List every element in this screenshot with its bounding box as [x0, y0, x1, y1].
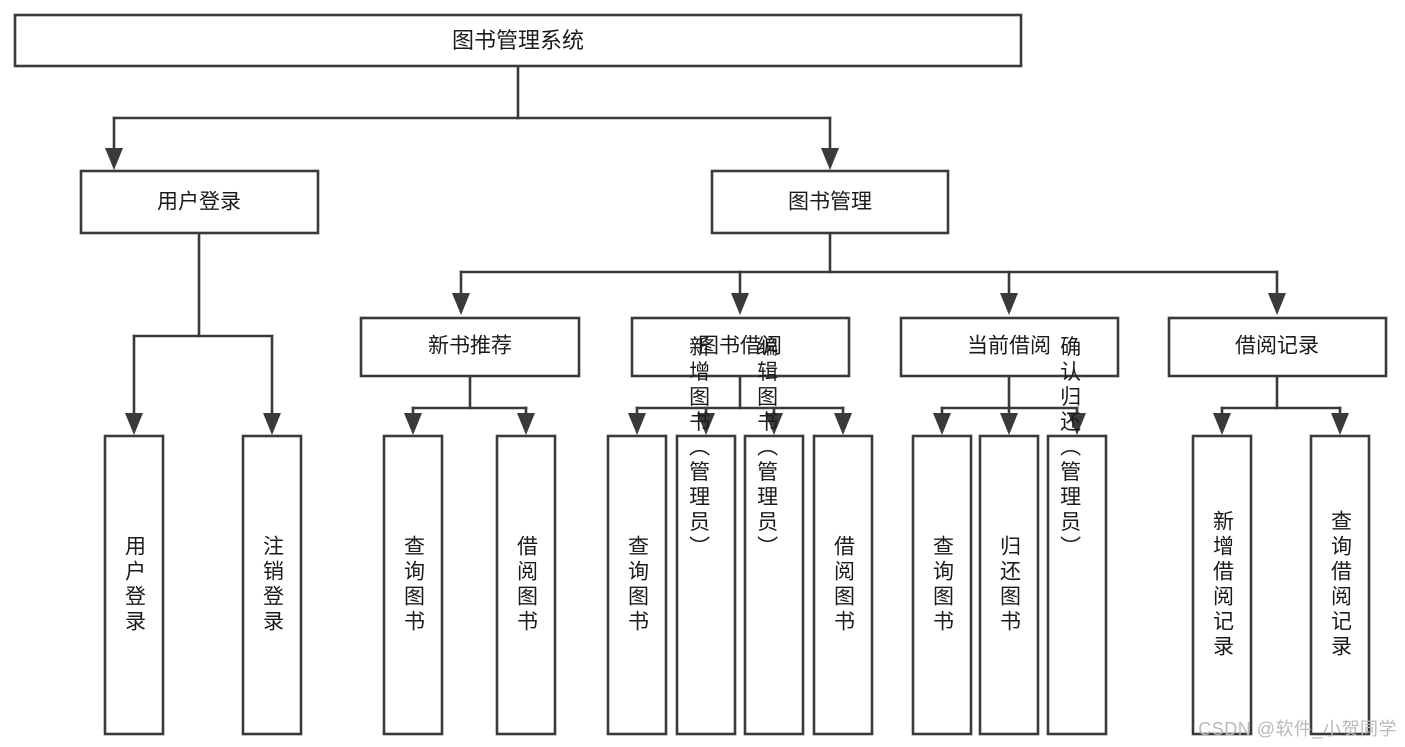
- leaf-book-borrow-3-box[interactable]: [812, 434, 874, 736]
- leaf-user-login-1-label: 注销登录: [261, 535, 285, 635]
- node-borrow-record-label: 借阅记录: [1235, 335, 1319, 358]
- leaf-book-borrow-3[interactable]: 借阅图书: [812, 434, 874, 736]
- leaf-current-borrow-2[interactable]: 确认归还（管理员）: [1046, 336, 1108, 736]
- arrow-head-l2-2-leaf-2: [1068, 413, 1086, 435]
- leaf-user-login-0[interactable]: 用户登录: [103, 434, 165, 736]
- arrow-head-l2-1: [731, 293, 749, 315]
- leaf-borrow-record-0-box[interactable]: [1191, 434, 1253, 736]
- leaf-current-borrow-2-box[interactable]: [1046, 434, 1108, 736]
- leaf-new-book-recommend-0-label: 查询图书: [402, 535, 426, 635]
- arrow-head-l2-3: [1268, 293, 1286, 315]
- leaf-current-borrow-0-label: 查询图书: [931, 535, 955, 635]
- arrow-head-l2-3-leaf-0: [1213, 413, 1231, 435]
- leaf-new-book-recommend-1-box[interactable]: [495, 434, 557, 736]
- node-root[interactable]: 图书管理系统: [13, 13, 1023, 68]
- leaf-user-login-0-label: 用户登录: [123, 535, 147, 635]
- node-book-borrow-label: 图书借阅: [698, 335, 782, 358]
- leaf-borrow-record-1-box[interactable]: [1309, 434, 1371, 736]
- leaf-new-book-recommend-0-box[interactable]: [382, 434, 444, 736]
- node-book-manage-box[interactable]: [710, 169, 950, 235]
- leaf-book-borrow-3-label: 借阅图书: [832, 535, 856, 635]
- node-user-login[interactable]: 用户登录: [79, 169, 320, 235]
- leaf-book-borrow-1-label: 新增图书（管理员）: [687, 336, 711, 561]
- leaf-current-borrow-1[interactable]: 归还图书: [978, 434, 1040, 736]
- node-user-login-box[interactable]: [79, 169, 320, 235]
- leaf-book-borrow-2-label: 编辑图书（管理员）: [755, 336, 779, 561]
- arrow-head-user-login-leaf-0: [125, 413, 143, 435]
- node-borrow-record-box[interactable]: [1167, 316, 1388, 378]
- connector-layer: [105, 64, 1349, 435]
- node-new-book-recommend-box[interactable]: [359, 316, 581, 378]
- leaf-current-borrow-0-box[interactable]: [911, 434, 973, 736]
- node-book-borrow[interactable]: 图书借阅: [630, 316, 851, 378]
- arrow-head-l2-2-leaf-1: [1000, 413, 1018, 435]
- leaf-book-borrow-0-box[interactable]: [606, 434, 668, 736]
- node-current-borrow-label: 当前借阅: [967, 335, 1051, 358]
- leaf-book-borrow-0-label: 查询图书: [626, 535, 650, 635]
- leaf-new-book-recommend-1[interactable]: 借阅图书: [495, 434, 557, 736]
- node-book-manage-label: 图书管理: [788, 191, 872, 214]
- arrow-head-l2-2-leaf-0: [933, 413, 951, 435]
- arrow-head-l2-0: [452, 293, 470, 315]
- leaf-user-login-0-box[interactable]: [103, 434, 165, 736]
- arrow-head-user-login-leaf-1: [263, 413, 281, 435]
- leaf-current-borrow-2-label: 确认归还（管理员）: [1058, 336, 1082, 561]
- leaf-borrow-record-0-label: 新增借阅记录: [1211, 510, 1235, 660]
- arrow-head-l2-1-leaf-2: [765, 413, 783, 435]
- arrow-head-user-login: [105, 148, 123, 170]
- node-new-book-recommend-label: 新书推荐: [428, 335, 512, 358]
- leaf-current-borrow-0[interactable]: 查询图书: [911, 434, 973, 736]
- leaf-borrow-record-1[interactable]: 查询借阅记录: [1309, 434, 1371, 736]
- arrow-head-l2-3-leaf-1: [1331, 413, 1349, 435]
- leaf-user-login-1[interactable]: 注销登录: [241, 434, 303, 736]
- node-root-label: 图书管理系统: [452, 28, 584, 53]
- node-book-borrow-box[interactable]: [630, 316, 851, 378]
- arrow-head-l2-2: [1000, 293, 1018, 315]
- node-borrow-record[interactable]: 借阅记录: [1167, 316, 1388, 378]
- arrow-head-l2-1-leaf-3: [834, 413, 852, 435]
- leaf-book-borrow-0[interactable]: 查询图书: [606, 434, 668, 736]
- leaf-user-login-1-box[interactable]: [241, 434, 303, 736]
- arrow-head-l2-0-leaf-0: [404, 413, 422, 435]
- leaf-current-borrow-1-box[interactable]: [978, 434, 1040, 736]
- arrow-head-l2-1-leaf-1: [697, 413, 715, 435]
- leaf-new-book-recommend-1-label: 借阅图书: [515, 535, 539, 635]
- node-new-book-recommend[interactable]: 新书推荐: [359, 316, 581, 378]
- arrow-head-l2-0-leaf-1: [517, 413, 535, 435]
- leaf-book-borrow-1[interactable]: 新增图书（管理员）: [675, 336, 737, 736]
- leaf-book-borrow-2-box[interactable]: [743, 434, 805, 736]
- arrow-head-book-manage: [821, 148, 839, 170]
- node-current-borrow-box[interactable]: [899, 316, 1120, 378]
- node-root-box[interactable]: [13, 13, 1023, 68]
- leaf-book-borrow-2[interactable]: 编辑图书（管理员）: [743, 336, 805, 736]
- arrow-head-l2-1-leaf-0: [628, 413, 646, 435]
- node-current-borrow[interactable]: 当前借阅: [899, 316, 1120, 378]
- leaf-new-book-recommend-0[interactable]: 查询图书: [382, 434, 444, 736]
- node-book-manage[interactable]: 图书管理: [710, 169, 950, 235]
- node-user-login-label: 用户登录: [157, 191, 241, 214]
- leaf-current-borrow-1-label: 归还图书: [998, 535, 1022, 635]
- leaf-borrow-record-1-label: 查询借阅记录: [1329, 510, 1353, 660]
- leaf-book-borrow-1-box[interactable]: [675, 434, 737, 736]
- leaf-borrow-record-0[interactable]: 新增借阅记录: [1191, 434, 1253, 736]
